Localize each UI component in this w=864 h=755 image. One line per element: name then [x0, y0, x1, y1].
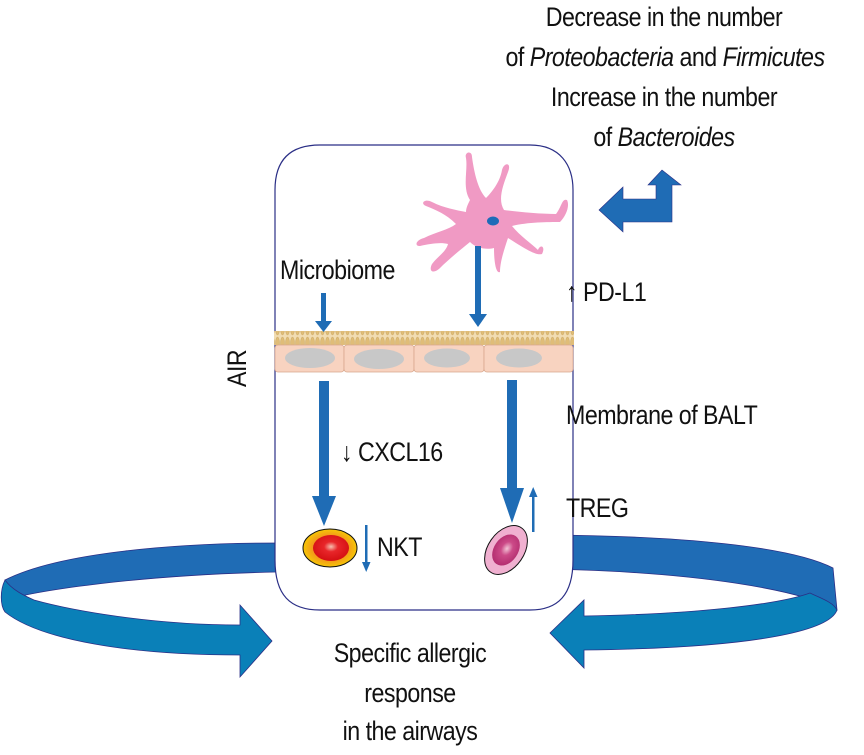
treg-increase-arrow: [529, 487, 538, 532]
header-line-2-mid: and: [673, 42, 723, 72]
epithelial-cell: [483, 344, 574, 373]
cell-nucleus: [285, 348, 335, 368]
header-line-2: of Proteobacteria and Firmicutes: [493, 42, 837, 73]
dendritic-cell: [416, 152, 569, 273]
outcome-line-1: Specific allergic: [333, 638, 487, 668]
header-line-1: Decrease in the number: [545, 2, 783, 32]
left-ribbon-top: [4, 542, 277, 601]
left-cycle-ribbon-arrow: [0, 542, 277, 679]
epithelial-cell: [274, 344, 345, 373]
bent-feedback-arrow: [598, 169, 682, 233]
cilia-layer: [274, 331, 574, 345]
epithelial-cell: [343, 344, 415, 373]
right-cycle-ribbon-arrow: [547, 534, 838, 669]
left-ribbon-bottom: [0, 579, 273, 679]
epithelium-to-treg-arrow: [500, 380, 524, 523]
membrane-balt-label: Membrane of BALT: [566, 400, 758, 430]
treg-label: TREG: [566, 493, 629, 523]
epithelial-cell: [413, 344, 485, 373]
outcome-line-3: in the airways: [342, 716, 478, 746]
taxon-proteobacteria: Proteobacteria: [529, 42, 674, 72]
cxcl16-label: ↓ CXCL16: [341, 437, 443, 467]
header-line-4-prefix: of: [593, 122, 618, 152]
nkt-label: NKT: [377, 532, 422, 562]
cell-nucleus: [496, 348, 542, 368]
air-label: AIR: [222, 349, 252, 387]
nkt-decrease-arrow: [362, 525, 371, 572]
right-ribbon-bottom: [549, 592, 838, 669]
epithelium-to-nkt-arrow: [312, 381, 336, 526]
dendritic-to-epithelium-arrow: [469, 246, 487, 327]
header-line-4: of Bacteroides: [496, 122, 831, 153]
header-line-2-prefix: of: [505, 42, 530, 72]
cell-nucleus: [424, 348, 470, 368]
microbiome-label: Microbiome: [280, 255, 395, 285]
nkt-cell: [302, 528, 358, 568]
taxon-firmicutes: Firmicutes: [722, 42, 825, 72]
header-line-3: Increase in the number: [550, 82, 778, 112]
taxon-bacteroides: Bacteroides: [617, 122, 735, 152]
pdl1-label: ↑ PD-L1: [566, 277, 647, 307]
microbiome-arrow: [315, 293, 332, 332]
dendritic-cell-nucleus: [487, 216, 499, 226]
epithelium-layer: [274, 331, 574, 373]
cell-nucleus: [354, 349, 404, 369]
outcome-line-2: response: [364, 678, 456, 708]
treg-cell: [484, 525, 528, 575]
